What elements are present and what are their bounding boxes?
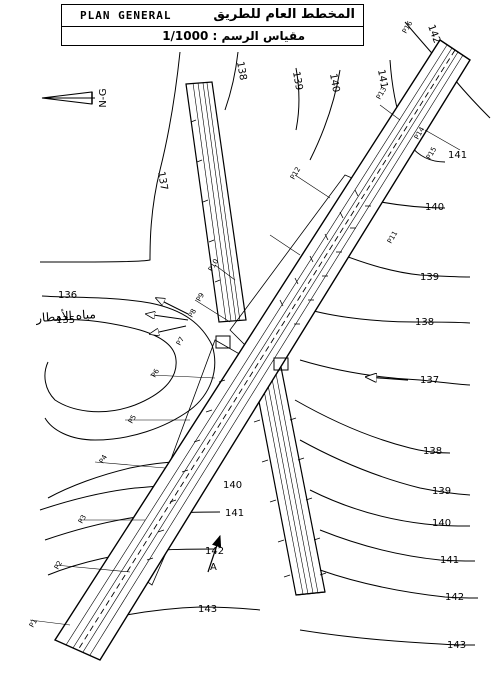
label-138-east: 138: [415, 317, 434, 328]
north-arrow-icon: N-G: [41, 88, 109, 108]
north-arrow-label: N-G: [98, 88, 109, 107]
label-143-se: 143: [447, 640, 466, 651]
section-marker-label: A: [210, 562, 217, 573]
contour-139-east: [329, 249, 471, 278]
label-141-east: 141: [448, 150, 467, 161]
section-marker-a: A: [207, 534, 222, 573]
label-138-north: 138: [234, 61, 248, 82]
contour-135: [44, 319, 177, 413]
contour-142-se: [319, 569, 479, 599]
contour-138-north: [224, 51, 239, 111]
profile-lines: [29, 104, 461, 626]
label-p16: P16: [401, 19, 415, 35]
label-p8: P8: [187, 307, 198, 319]
contour-137-east: [299, 359, 471, 386]
contour-139-sw: [47, 461, 179, 499]
title-latin: PLAN GENERAL: [80, 9, 172, 22]
label-p15: P15: [425, 146, 438, 161]
label-139-north: 139: [290, 71, 304, 92]
crossing-structure: [215, 335, 289, 371]
contour-139-se: [299, 439, 471, 496]
label-140-se: 140: [432, 518, 451, 529]
contour-137-west: [40, 51, 181, 263]
label-p6: P6: [150, 367, 162, 379]
title-arabic: المخطط العام للطريق: [213, 7, 355, 22]
title-row: PLAN GENERAL المخطط العام للطريق: [62, 5, 363, 27]
label-p9: P9: [195, 291, 206, 303]
label-142-se: 142: [445, 592, 464, 603]
label-137-west: 137: [155, 171, 169, 192]
contour-labels: 136 135 137 137 138 138 138 139 139 139 …: [56, 23, 467, 651]
label-p1: P1: [28, 617, 39, 629]
label-p2: P2: [53, 559, 64, 571]
label-140-north: 140: [327, 73, 341, 94]
label-p5: P5: [127, 413, 138, 425]
contour-136: [41, 295, 216, 441]
contour-140-north: [309, 69, 341, 161]
profile-labels: P16 P13 P14 P15 P12 P11 P10 P9 P8 P7 P6 …: [28, 19, 438, 629]
label-p4: P4: [98, 453, 110, 465]
label-140-east: 140: [425, 202, 444, 213]
label-141-north: 141: [375, 69, 389, 90]
scale-text: مقياس الرسم : 1/1000: [162, 29, 305, 43]
main-road: [53, 39, 471, 661]
label-139-east: 139: [420, 272, 439, 283]
contour-138-se: [294, 399, 451, 454]
label-p11: P11: [386, 230, 399, 245]
slope-ticks: [146, 119, 371, 578]
label-135: 135: [56, 315, 75, 326]
label-137-east: 137: [420, 375, 439, 386]
contour-138-east: [309, 309, 471, 324]
label-138-se: 138: [423, 446, 442, 457]
contour-143-se: [299, 629, 476, 646]
contour-140-se: [309, 489, 471, 527]
label-141-sw: 141: [225, 508, 244, 519]
label-141-se: 141: [440, 555, 459, 566]
water-flow-arrows: [146, 298, 409, 380]
label-140-sw: 140: [223, 480, 242, 491]
contour-143-s: [109, 606, 261, 619]
contour-141-se: [319, 529, 476, 562]
contour-139-north: [295, 67, 300, 131]
label-p7: P7: [175, 335, 186, 347]
label-143-s: 143: [198, 604, 217, 615]
label-139-se: 139: [432, 486, 451, 497]
label-p3: P3: [77, 513, 88, 525]
label-136: 136: [58, 290, 77, 301]
secondary-road: [185, 81, 326, 596]
stream-label: مياه الأمطار: [35, 306, 97, 326]
label-142-ne: 142: [425, 23, 442, 45]
title-block: PLAN GENERAL المخطط العام للطريق مقياس ا…: [61, 4, 364, 46]
label-142-sw: 142: [205, 546, 224, 557]
